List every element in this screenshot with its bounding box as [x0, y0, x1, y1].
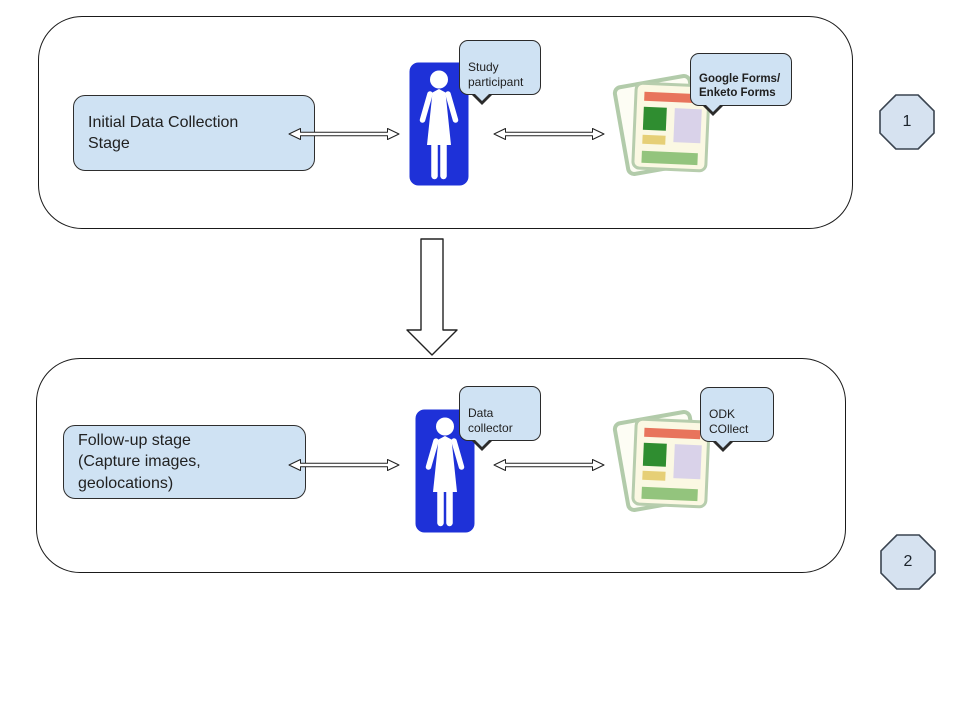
forms-front-card — [631, 417, 711, 509]
stage-2-tool-callout: ODK COllect — [700, 387, 774, 453]
octagon-badge-shape — [880, 534, 936, 590]
stage-1-tool-callout-label: Google Forms/ Enketo Forms — [699, 72, 781, 99]
stage-1-container: Initial Data Collection Stage — [38, 16, 853, 229]
form-footer-bar — [641, 150, 698, 166]
double-arrow-icon — [288, 459, 400, 471]
form-green-block — [642, 106, 667, 131]
down-arrow-icon — [406, 238, 458, 356]
form-yellow-bar — [642, 470, 666, 481]
stage-2-actor-callout: Data collector — [459, 386, 541, 452]
stage-2-container: Follow-up stage (Capture images, geoloca… — [36, 358, 846, 573]
stage-2-label: Follow-up stage (Capture images, geoloca… — [78, 432, 201, 492]
stage-1-tool-callout: Google Forms/ Enketo Forms — [690, 53, 792, 117]
woman-sign-icon — [415, 409, 475, 533]
form-green-block — [642, 442, 667, 467]
form-header-bar — [644, 427, 701, 440]
stage-1-badge: 1 — [879, 94, 935, 150]
stage-2-tool-callout-label: ODK COllect — [709, 407, 749, 436]
stage-2-actor-callout-label: Data collector — [468, 406, 513, 435]
stage-2-badge-number: 2 — [903, 553, 913, 570]
form-yellow-bar — [642, 134, 666, 145]
form-footer-bar — [641, 486, 698, 502]
stage-1-badge-number: 1 — [902, 113, 912, 130]
stage-2-badge: 2 — [880, 534, 936, 590]
octagon-badge-shape — [879, 94, 935, 150]
form-lavender-block — [673, 444, 702, 480]
stage-1-actor-callout-label: Study participant — [468, 60, 524, 89]
double-arrow-icon — [493, 128, 605, 140]
double-arrow-icon — [288, 128, 400, 140]
stage-1-label-box: Initial Data Collection Stage — [73, 95, 315, 171]
stage-2-label-box: Follow-up stage (Capture images, geoloca… — [63, 425, 306, 499]
form-lavender-block — [673, 108, 702, 144]
stage-1-actor-callout: Study participant — [459, 40, 541, 106]
double-arrow-icon — [493, 459, 605, 471]
stage-1-label: Initial Data Collection Stage — [88, 113, 239, 152]
woman-sign-icon — [409, 62, 469, 186]
